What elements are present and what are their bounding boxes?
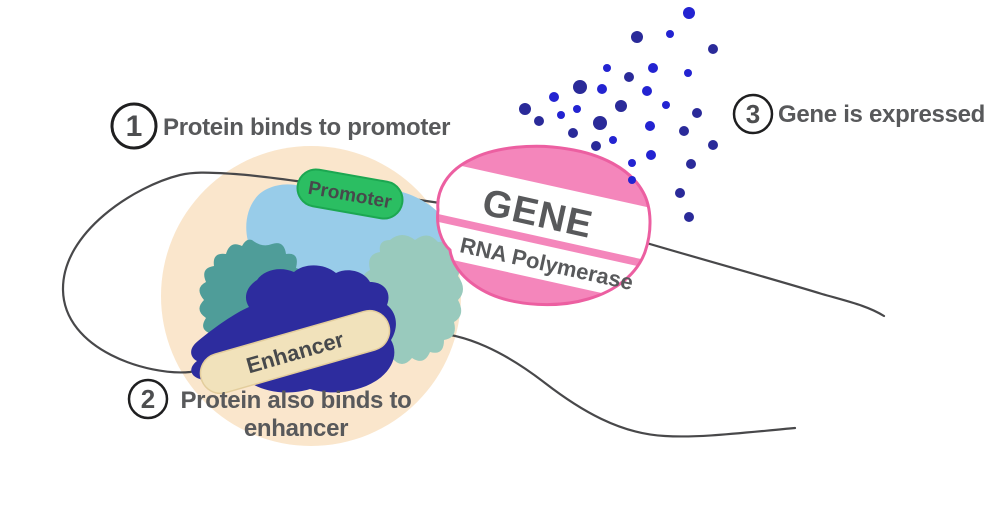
gene-blob-outline [436, 144, 652, 307]
expression-dot [679, 126, 689, 136]
expression-dot [692, 108, 702, 118]
expression-dot [648, 63, 658, 73]
expression-dot [708, 44, 718, 54]
step-1-badge [110, 102, 158, 150]
expression-dot [615, 100, 627, 112]
expression-dot [603, 64, 611, 72]
step-1-label: Protein binds to promoter [163, 114, 450, 141]
step-3: 3 Gene is expressed [732, 93, 985, 135]
step-2-label-line1: Protein also binds to [180, 387, 411, 414]
step-1: 1 Protein binds to promoter [110, 102, 450, 150]
expression-dot [628, 159, 636, 167]
step-1-number: 1 [126, 110, 143, 143]
expression-dot [684, 212, 694, 222]
expression-dot [631, 31, 643, 43]
expression-dot [708, 140, 718, 150]
expression-dot [642, 86, 652, 96]
expression-dot [624, 72, 634, 82]
expression-dot [549, 92, 559, 102]
gene-band-bottom [437, 218, 651, 305]
promoter-region: Promoter [296, 168, 404, 220]
gene-band-top [437, 156, 651, 264]
expression-dot [645, 121, 655, 131]
expression-dots [519, 7, 718, 222]
step-3-label: Gene is expressed [778, 101, 985, 128]
expression-dot [646, 150, 656, 160]
step-2: 2 Protein also binds to enhancer [127, 378, 412, 442]
promoter-pill [296, 168, 404, 220]
dna-strand-top-right [631, 237, 886, 318]
expression-dot [609, 136, 617, 144]
expression-dot [573, 105, 581, 113]
expression-dot [662, 101, 670, 109]
expression-dot [597, 84, 607, 94]
step-3-number: 3 [746, 99, 760, 129]
enhancer-region: Enhancer [199, 309, 391, 395]
expression-dot [675, 188, 685, 198]
expression-dot [666, 30, 674, 38]
step-3-badge [732, 93, 774, 135]
expression-dot [519, 103, 531, 115]
expression-dot [628, 176, 636, 184]
expression-dot [557, 111, 565, 119]
enhancer-pill [199, 309, 391, 395]
step-2-label-line2: enhancer [244, 415, 348, 442]
gene-rna-polymerase: GENE RNA Polymerase [436, 144, 652, 307]
expression-dot [573, 80, 587, 94]
expression-dot [683, 7, 695, 19]
expression-dot [684, 69, 692, 77]
expression-dot [568, 128, 578, 138]
step-2-badge [127, 378, 169, 420]
expression-dot [593, 116, 607, 130]
expression-dot [686, 159, 696, 169]
expression-dot [591, 141, 601, 151]
expression-dot [534, 116, 544, 126]
step-2-number: 2 [141, 384, 155, 414]
dna-strand-loop [61, 171, 442, 374]
dna-strand-bottom-right [428, 331, 797, 438]
